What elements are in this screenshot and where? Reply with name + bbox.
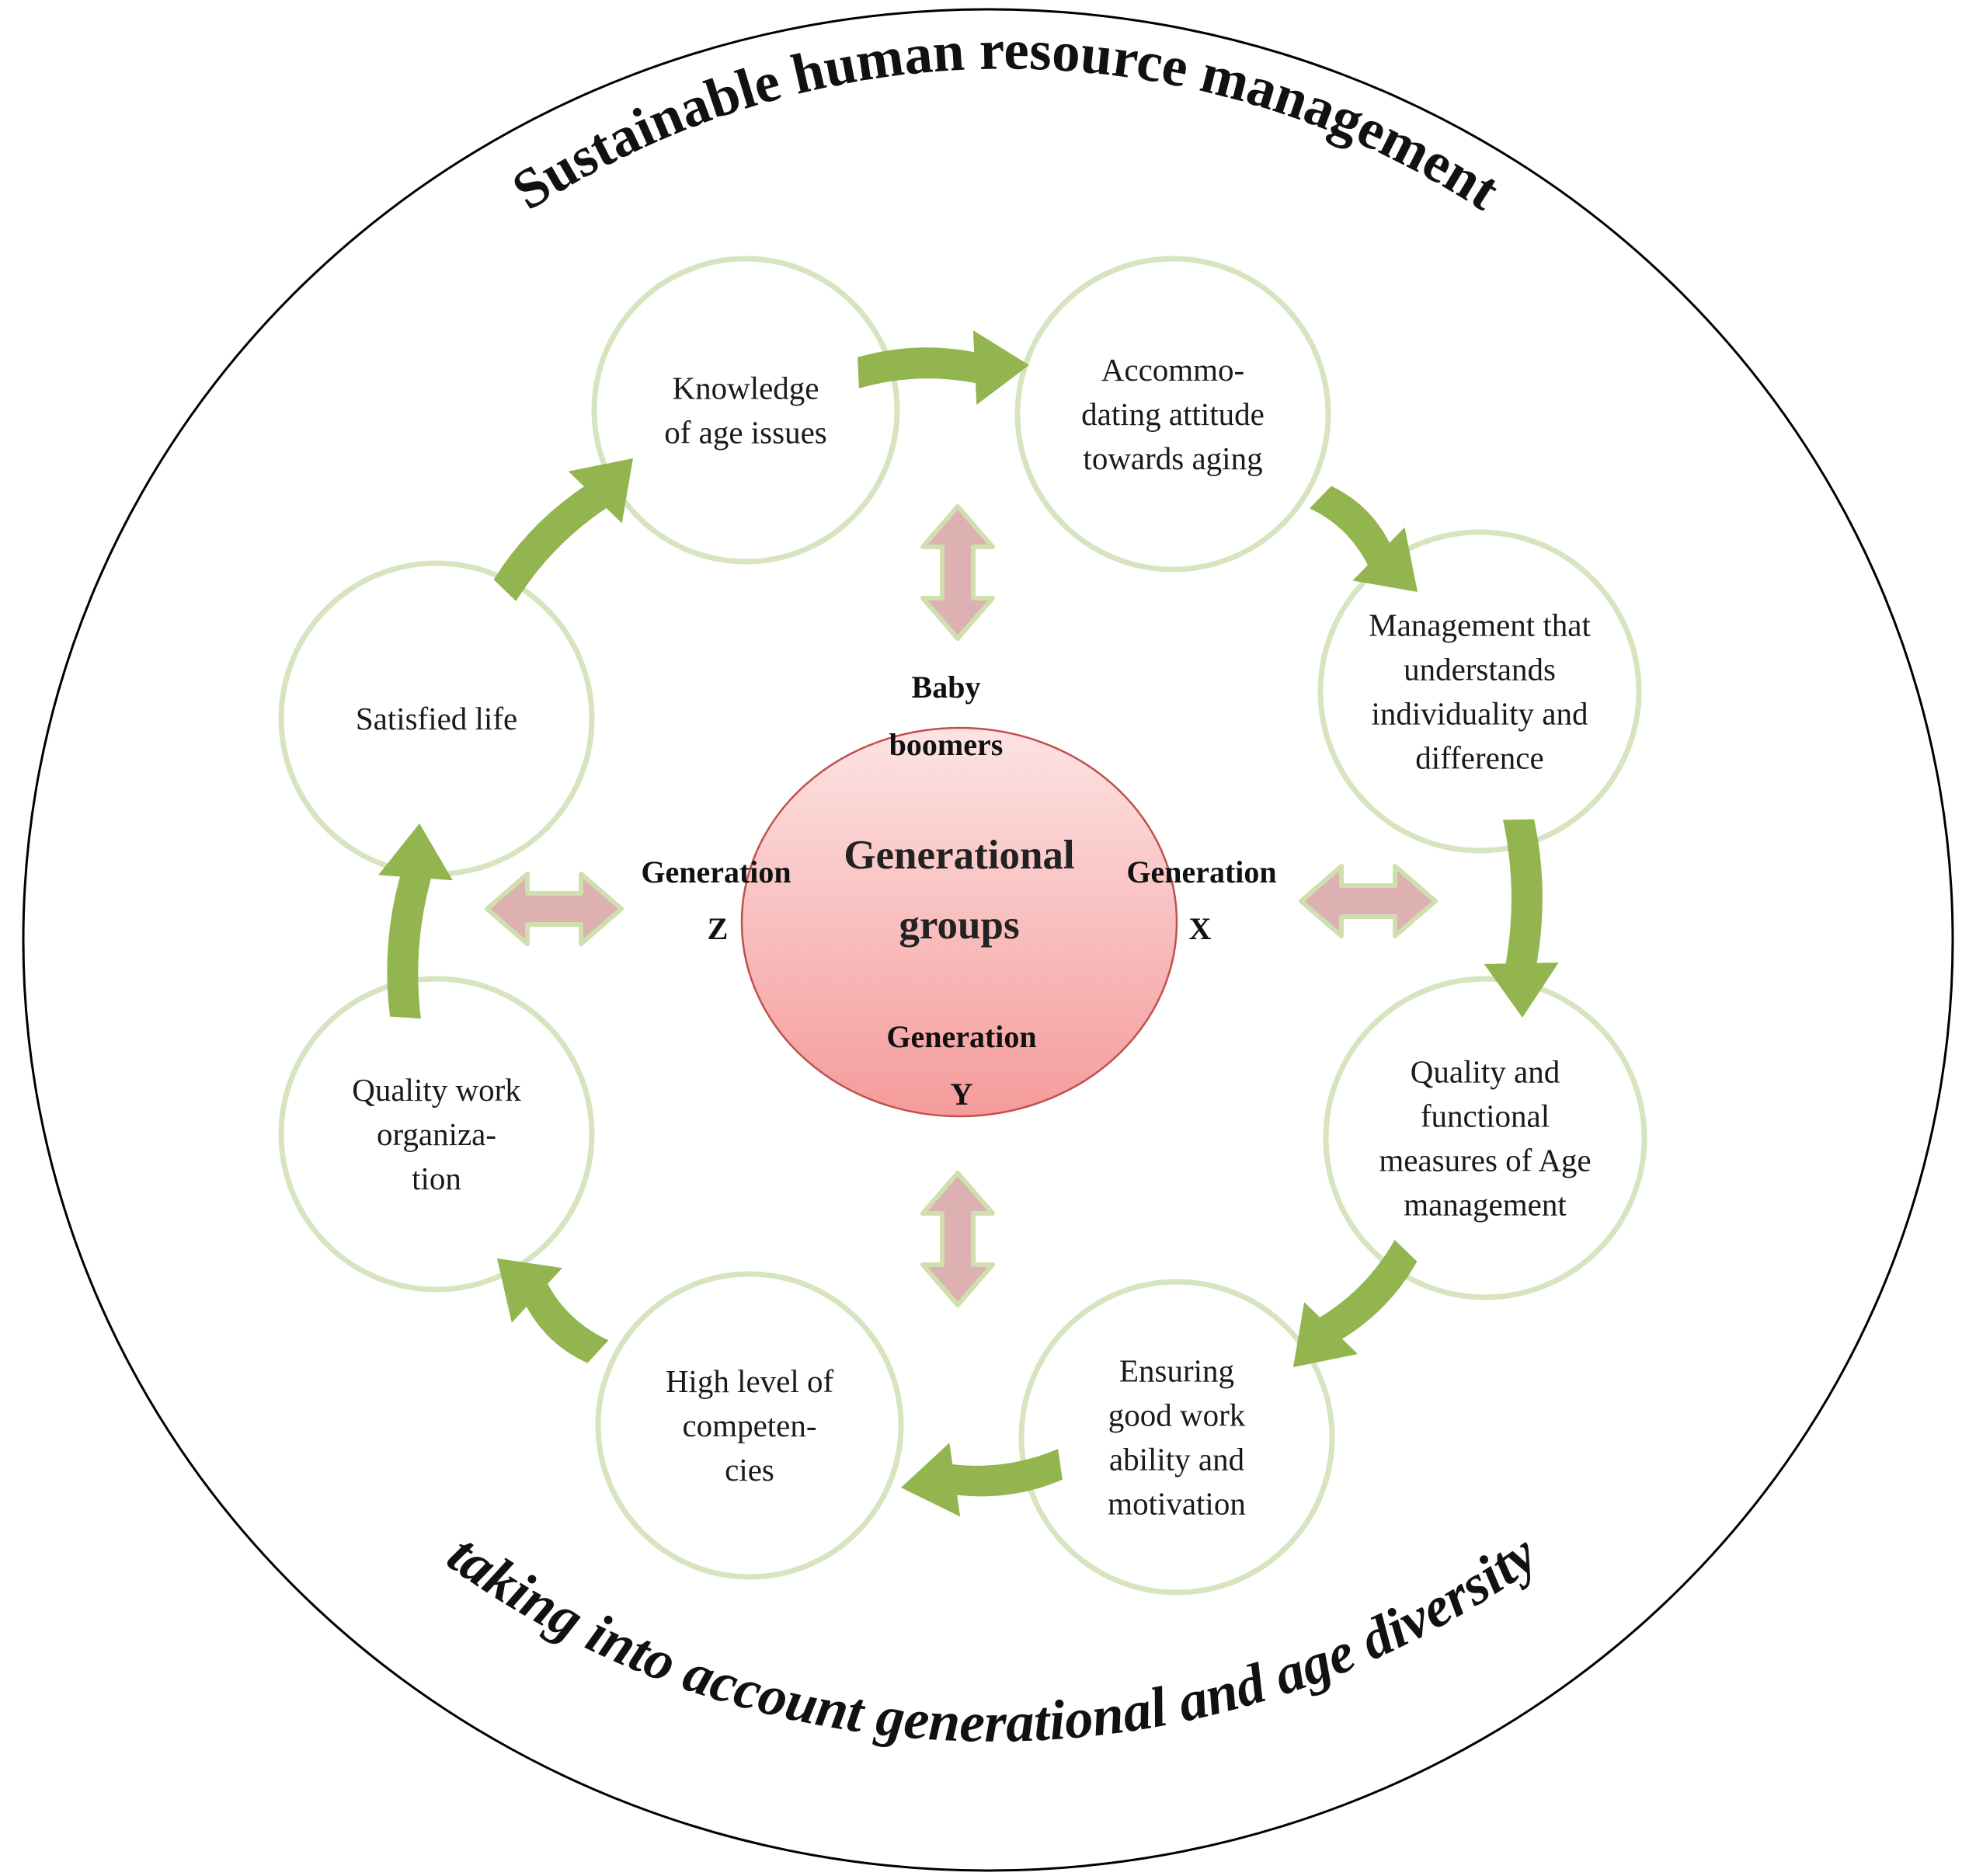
flow-arrows bbox=[378, 330, 1559, 1517]
node-circle bbox=[1323, 976, 1647, 1300]
node-label-line: Ensuring bbox=[1119, 1353, 1234, 1389]
node-label-line: good work bbox=[1108, 1397, 1246, 1433]
node-label-line: ability and bbox=[1109, 1442, 1244, 1477]
double-arrow-top bbox=[920, 504, 995, 641]
node-label-line: management bbox=[1404, 1187, 1567, 1223]
flow-arrow-3 bbox=[1484, 819, 1559, 1018]
generation-bottom-line1: Generation bbox=[886, 1019, 1036, 1054]
node-high-competencies: High level of competen-cies bbox=[595, 1271, 904, 1580]
node-management-individuality: Management that understands individuality … bbox=[1317, 529, 1642, 854]
node-circle bbox=[595, 1271, 904, 1580]
node-label-line: High level of bbox=[666, 1363, 834, 1399]
node-label-line: Quality work bbox=[352, 1072, 521, 1108]
node-label-line: organiza- bbox=[377, 1116, 496, 1152]
node-label-line: cies bbox=[725, 1452, 774, 1488]
flow-arrow-8 bbox=[493, 458, 633, 601]
node-quality-work-organization: Quality work organiza-tion bbox=[278, 976, 595, 1293]
node-label-line: Satisfied life bbox=[356, 701, 517, 736]
outer-title-path: Sustainable human resource management bbox=[501, 18, 1511, 221]
double-arrow-bottom bbox=[920, 1171, 995, 1307]
node-label-line: dating attitude bbox=[1081, 396, 1265, 432]
outer-title: Sustainable human resource management bbox=[501, 18, 1511, 221]
generation-bottom-line2: Y bbox=[951, 1077, 973, 1112]
cycle-nodes: Knowledge of age issues Accommo-dating att… bbox=[278, 256, 1647, 1596]
node-label-line: of age issues bbox=[664, 415, 827, 451]
node-label-line: Knowledge bbox=[672, 371, 819, 406]
center-ellipse bbox=[740, 726, 1178, 1118]
node-label-line: measures of Age bbox=[1379, 1143, 1591, 1178]
generation-right-line2: X bbox=[1189, 911, 1212, 946]
node-knowledge-of-age-issues: Knowledge of age issues bbox=[591, 256, 900, 565]
flow-arrow-4 bbox=[1293, 1240, 1418, 1367]
node-quality-measures-age-management: Quality and functional measures of Age mana… bbox=[1323, 976, 1647, 1300]
node-label-line: tion bbox=[412, 1161, 461, 1196]
flow-arrow-1 bbox=[858, 330, 1029, 405]
outer-subtitle-path: taking into account generational and age… bbox=[437, 1522, 1548, 1754]
node-circle bbox=[1317, 529, 1642, 854]
flow-arrow-6 bbox=[497, 1258, 609, 1363]
node-label-line: individuality and bbox=[1372, 696, 1588, 732]
generation-left-line2: Z bbox=[708, 911, 729, 946]
outer-boundary-circle bbox=[22, 8, 1954, 1872]
link-arrows bbox=[485, 504, 1438, 1307]
node-circle bbox=[1018, 1279, 1335, 1596]
node-label-line: towards aging bbox=[1083, 440, 1262, 476]
flow-arrow-5 bbox=[901, 1443, 1063, 1517]
node-label-line: Accommo- bbox=[1101, 352, 1244, 388]
node-label-line: Management that bbox=[1369, 607, 1591, 643]
outer-subtitle: taking into account generational and age… bbox=[437, 1522, 1548, 1754]
double-arrow-right bbox=[1299, 864, 1438, 938]
node-circle bbox=[1014, 256, 1331, 573]
center-label-line1: Generational bbox=[844, 833, 1074, 878]
generation-top-line2: boomers bbox=[889, 727, 1004, 762]
generation-left-line1: Generation bbox=[641, 854, 791, 889]
double-arrow-left bbox=[485, 872, 624, 946]
generation-right-line1: Generation bbox=[1126, 854, 1276, 889]
node-label-line: difference bbox=[1415, 740, 1543, 776]
node-accommodating-attitude: Accommo-dating attitude towards aging bbox=[1014, 256, 1331, 573]
node-circle bbox=[278, 976, 595, 1293]
node-label-line: competen- bbox=[682, 1408, 816, 1443]
node-label-line: understands bbox=[1404, 652, 1556, 687]
flow-arrow-2 bbox=[1310, 486, 1418, 592]
node-label-line: Quality and bbox=[1411, 1054, 1560, 1090]
flow-arrow-7 bbox=[378, 823, 453, 1019]
generation-top-line1: Baby bbox=[912, 670, 981, 705]
node-label-line: functional bbox=[1421, 1098, 1550, 1134]
node-ensuring-work-ability: Ensuring good work ability and motivation bbox=[1018, 1279, 1335, 1596]
node-satisfied-life: Satisfied life bbox=[278, 560, 595, 877]
node-circle bbox=[591, 256, 900, 565]
center-label-line2: groups bbox=[899, 903, 1019, 948]
node-label-line: motivation bbox=[1108, 1486, 1246, 1522]
